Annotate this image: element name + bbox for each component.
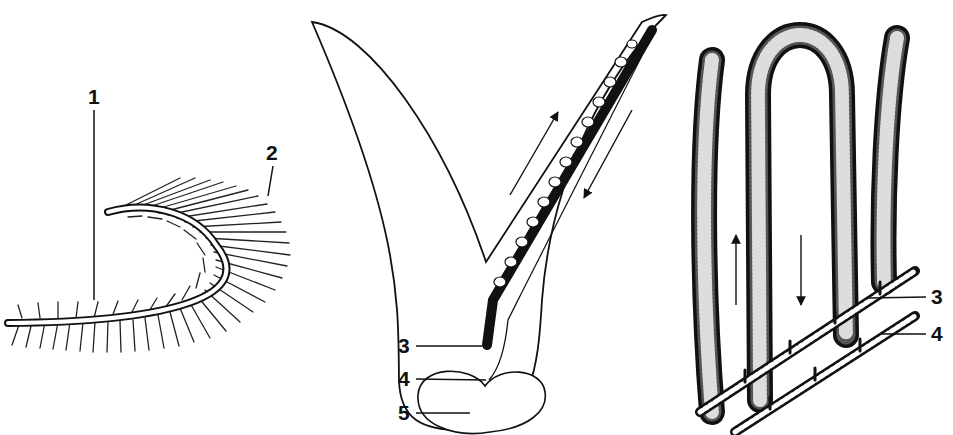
small-vessel [489,296,520,380]
leader-line [93,110,95,300]
flow-arrow [735,235,736,305]
leader-line [416,379,486,380]
lamella-plates [704,35,897,412]
leader-line [416,412,470,414]
blood-vessel [487,30,652,345]
callout-number: 4 [931,323,943,345]
callout-number: 2 [266,142,278,164]
filament-outline [312,15,666,430]
flow-arrow [584,110,632,198]
callout-number: 3 [398,335,410,357]
callout-number: 4 [398,368,410,390]
callout-number: 3 [931,286,943,308]
vessel-rods [700,271,915,432]
flow-arrow [510,112,558,195]
filament-edge [520,28,656,296]
flow-arrow [800,235,801,305]
callout-number: 1 [88,86,100,108]
arch-bone [8,208,226,323]
leader-line [268,166,273,196]
leader-line [880,333,926,335]
arch-bone [8,208,226,323]
leader-line [416,345,482,347]
callout-number: 5 [398,402,410,424]
lamellae [494,40,637,287]
leader-line [868,297,926,298]
